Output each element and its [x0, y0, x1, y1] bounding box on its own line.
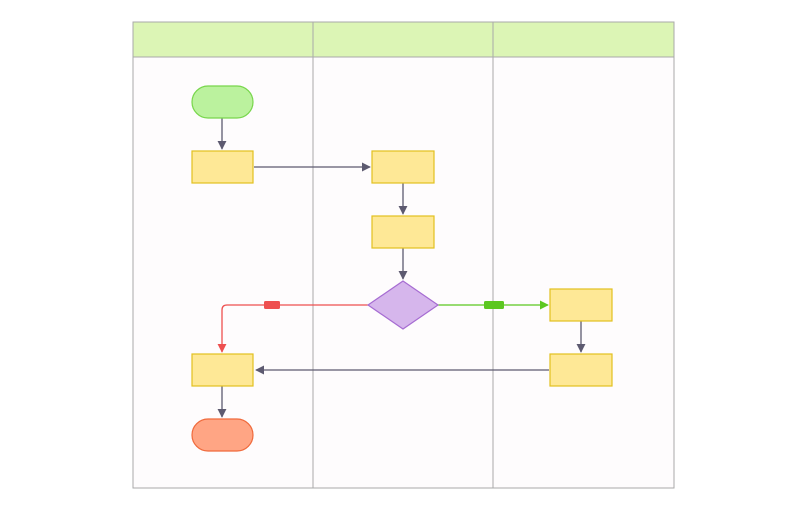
nodes: [191, 85, 613, 452]
pool-header-band: [132, 21, 675, 58]
edge-label-negative: [264, 301, 280, 309]
end-terminal[interactable]: [191, 418, 254, 452]
process-step-3[interactable]: [371, 215, 435, 249]
edges: [217, 118, 586, 418]
start-terminal[interactable]: [191, 85, 254, 119]
process-step-yes-1[interactable]: [549, 288, 613, 322]
edge-decision-step-merge: [217, 304, 368, 353]
edge-label-positive: [484, 301, 504, 309]
process-step-2[interactable]: [371, 150, 435, 184]
process-step-merge[interactable]: [191, 353, 254, 387]
process-step-yes-2[interactable]: [549, 353, 613, 387]
decision-diamond[interactable]: [366, 280, 440, 330]
process-step-1[interactable]: [191, 150, 254, 184]
